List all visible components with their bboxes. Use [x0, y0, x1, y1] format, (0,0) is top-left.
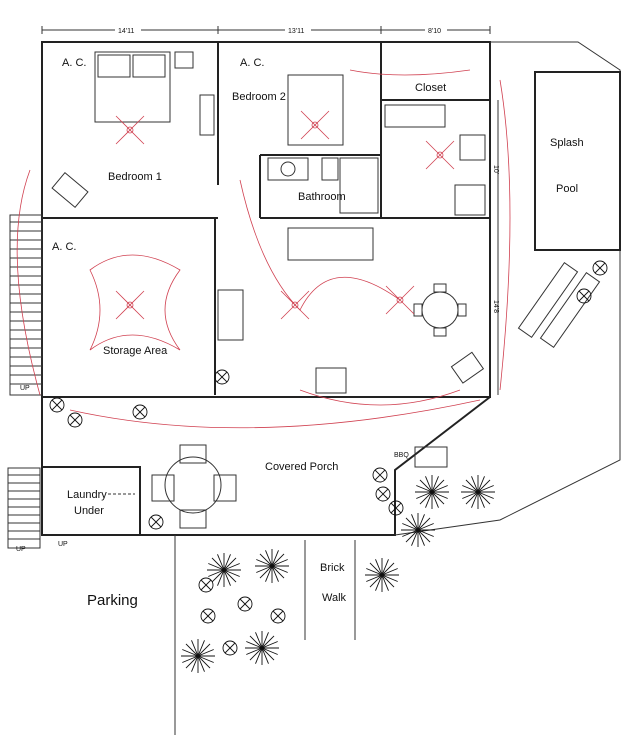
dim-top-right: 8'10: [428, 28, 441, 35]
up-label-2: UP: [16, 546, 26, 553]
splash-pool: [534, 71, 621, 251]
shrub-icon: [49, 397, 65, 413]
palm-tree-icon: [181, 639, 215, 673]
walk-label-2: Walk: [322, 592, 347, 604]
room-label-bathroom: Bathroom: [298, 191, 346, 203]
dim-top-left: 14'11: [118, 28, 134, 35]
laundry-room: [41, 466, 141, 536]
pool-label-2: Pool: [556, 183, 578, 195]
walls: [41, 41, 491, 398]
laundry-label-1: Laundry: [67, 489, 107, 501]
lounge-chairs: [517, 261, 601, 349]
shrub-icon: [375, 486, 391, 502]
up-label-3: UP: [58, 541, 68, 548]
room-label-bedroom1: Bedroom 1: [108, 171, 162, 183]
palm-tree-icon: [255, 549, 289, 583]
dimension-lines: 14'11 13'11 8'10 10' 14'8: [41, 25, 499, 395]
dim-right-lower: 14'8: [492, 300, 499, 313]
shrub-icon: [388, 500, 404, 516]
ac-label-3: A. C.: [52, 241, 76, 253]
shrub-icon: [592, 260, 608, 276]
palm-tree-icon: [245, 631, 279, 665]
room-label-porch: Covered Porch: [265, 461, 338, 473]
palm-tree-icon: [207, 553, 241, 587]
up-label-1: UP: [20, 385, 30, 392]
palm-tree-icon: [415, 475, 449, 509]
ceiling-fan-icon: [280, 290, 310, 320]
shrub-icon: [214, 369, 230, 385]
furniture: [51, 51, 486, 529]
ac-label-1: A. C.: [62, 57, 86, 69]
shrub-icon: [148, 514, 164, 530]
walk-label-1: Brick: [320, 562, 345, 574]
shrub-icon: [132, 404, 148, 420]
ceiling-fan-icon: [115, 290, 145, 320]
room-label-storage: Storage Area: [103, 345, 168, 357]
shrub-icon: [270, 608, 286, 624]
stairs-upper: UP: [9, 214, 43, 396]
palm-tree-icon: [365, 558, 399, 592]
ceiling-fan-icon: [115, 115, 145, 145]
dim-top-mid: 13'11: [288, 28, 304, 35]
shrub-icon: [372, 467, 388, 483]
room-label-bedroom2: Bedroom 2: [232, 91, 286, 103]
shrub-icon: [237, 596, 253, 612]
plants: [49, 260, 608, 673]
bbq-label: BBQ: [394, 452, 409, 459]
shrub-icon: [198, 577, 214, 593]
ac-label-2: A. C.: [240, 57, 264, 69]
pool-label-1: Splash: [550, 137, 584, 149]
electrical-circuits: [16, 69, 511, 429]
ceiling-fan-icon: [385, 285, 415, 315]
palm-tree-icon: [461, 475, 495, 509]
ceiling-fan-icon: [425, 140, 455, 170]
room-label-closet: Closet: [415, 82, 446, 94]
shrub-icon: [67, 412, 83, 428]
stairs-lower: UP UP: [7, 467, 68, 553]
dim-right-upper: 10': [492, 165, 499, 174]
shrub-icon: [576, 288, 592, 304]
porch-outline: [41, 41, 621, 735]
shrub-icon: [222, 640, 238, 656]
shrub-icon: [200, 608, 216, 624]
palm-tree-icon: [401, 513, 435, 547]
laundry-label-2: Under: [74, 505, 104, 517]
room-label-parking: Parking: [87, 592, 138, 609]
ceiling-fan-icon: [300, 110, 330, 140]
